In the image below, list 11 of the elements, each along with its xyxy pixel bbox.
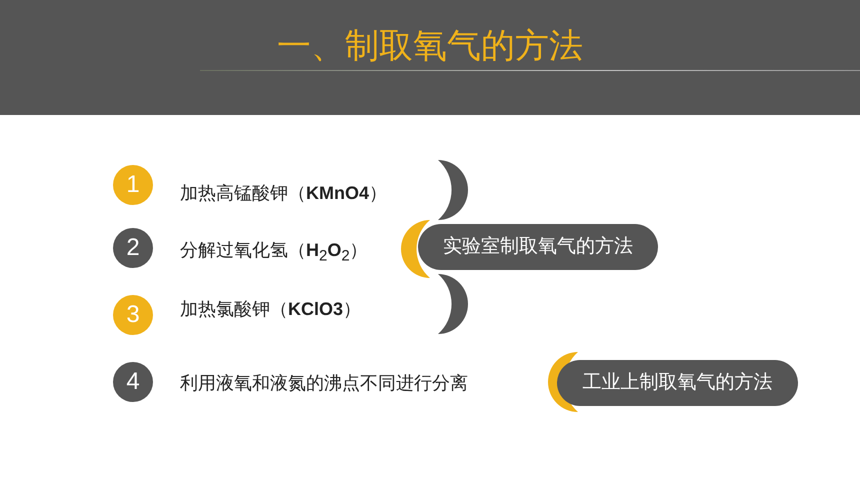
method-text: 加热氯酸钾（KClO3） [180, 297, 362, 321]
number-circle: 4 [113, 362, 153, 402]
number-circle: 2 [113, 228, 153, 268]
method-text: 加热高锰酸钾（KMnO4） [180, 181, 387, 205]
category-pill: 实验室制取氧气的方法 [418, 224, 658, 270]
title: 一、制取氧气的方法 [276, 26, 584, 67]
method-text: 利用液氧和液氮的沸点不同进行分离 [180, 371, 468, 395]
category-pill: 工业上制取氧气的方法 [557, 360, 798, 406]
number-circle: 3 [113, 295, 153, 335]
method-text: 分解过氧化氢（H$_{2}$O$_{2}$） [180, 238, 368, 269]
number-circle: 1 [113, 165, 153, 205]
